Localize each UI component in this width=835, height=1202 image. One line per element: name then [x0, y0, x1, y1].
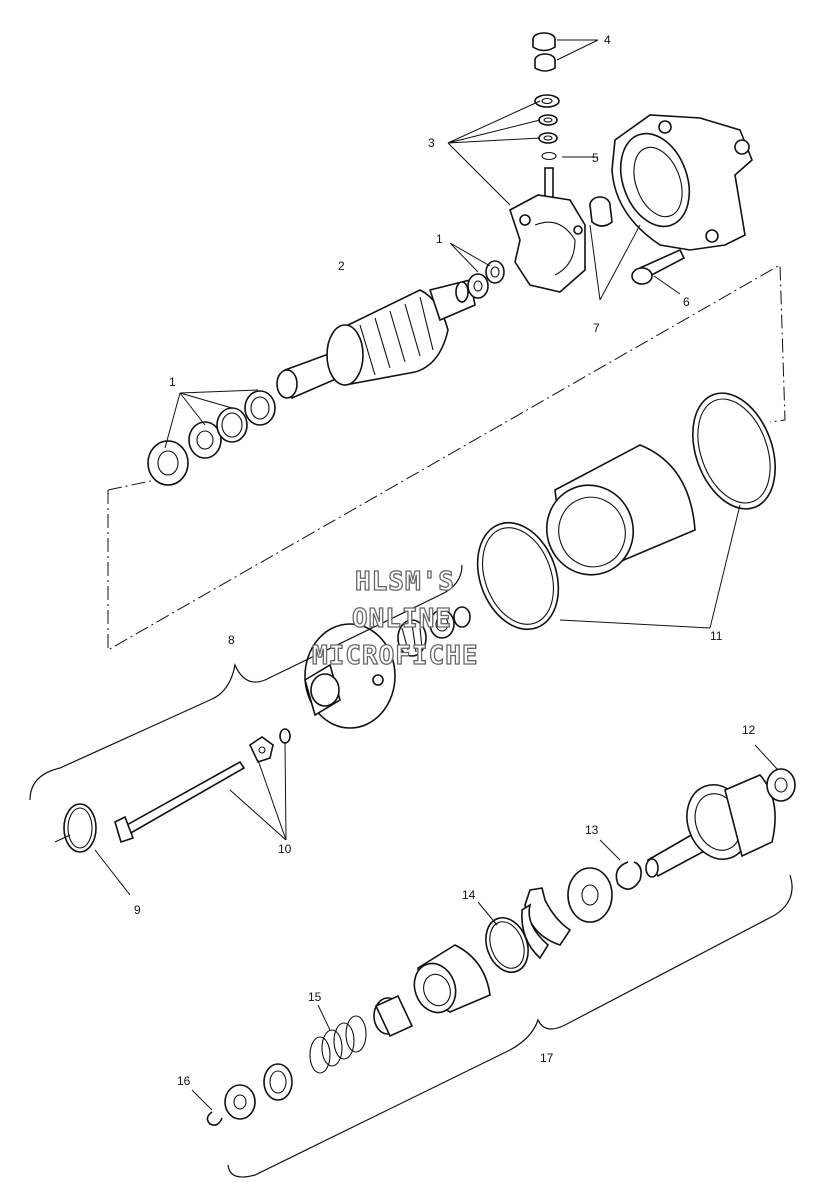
callout-5: 5: [592, 151, 599, 165]
watermark-line-3: MICROFICHE: [312, 641, 479, 671]
washer-icon: [534, 94, 560, 108]
callout-17: 17: [540, 1051, 554, 1065]
sleeve: [373, 994, 414, 1038]
bolt-plate: [248, 736, 274, 763]
callout-15: 15: [308, 990, 322, 1004]
washer-icon: [188, 421, 222, 459]
washer-icon: [244, 390, 276, 426]
brace-group-17: [227, 874, 793, 1178]
bolt-icon: [631, 248, 686, 285]
callout-14: 14: [462, 888, 476, 902]
callout-10: 10: [278, 842, 292, 856]
centerline: [54, 834, 71, 843]
o-ring: [476, 521, 560, 631]
callout-7: 7: [593, 321, 600, 335]
washer-icon: [567, 867, 613, 923]
leader-lines: [94, 39, 779, 1111]
hex-nut-icon: [534, 53, 556, 72]
snap-ring-small: [206, 1111, 223, 1126]
washer-icon: [485, 260, 505, 284]
washer-icon: [538, 114, 558, 126]
washer-icon: [216, 407, 248, 443]
large-o-ring: [63, 803, 97, 853]
bushing: [589, 196, 613, 227]
lock-plate: [147, 440, 189, 486]
watermark-line-1: HLSM'S: [355, 567, 455, 597]
o-ring-inner: [482, 527, 554, 625]
o-ring-inner: [697, 398, 771, 504]
callout-16: 16: [177, 1074, 191, 1088]
end-cover-housing: [611, 114, 753, 251]
callout-12: 12: [742, 723, 756, 737]
callout-9: 9: [134, 903, 141, 917]
callout-8: 8: [228, 633, 235, 647]
snap-ring: [615, 861, 642, 890]
oil-seal: [429, 609, 455, 639]
washer-icon: [467, 273, 489, 299]
callout-11: 11: [710, 629, 723, 643]
callout-2: 2: [338, 259, 345, 273]
callout-6: 6: [683, 295, 690, 309]
bolt-icon: [114, 760, 246, 844]
callout-13: 13: [585, 823, 599, 837]
callout-4: 4: [604, 33, 611, 47]
split-collar: [521, 887, 572, 960]
o-ring: [279, 728, 291, 744]
brush-holder-plate: [509, 167, 586, 293]
callout-1-upper: 1: [436, 232, 443, 246]
yoke-frame: [545, 444, 696, 576]
callout-3: 3: [428, 136, 435, 150]
callout-1-lower: 1: [169, 375, 176, 389]
front-bracket: [304, 623, 396, 729]
o-ring: [692, 392, 776, 510]
clip-ring: [485, 917, 529, 973]
o-ring: [541, 151, 557, 161]
spring-cup: [263, 1063, 293, 1101]
drive-gear-shaft: [645, 774, 776, 878]
large-o-ring-inner: [67, 807, 93, 849]
needle-bearing: [397, 619, 427, 657]
brace-group-8: [29, 564, 463, 801]
compression-spring: [309, 1015, 367, 1074]
hex-nut-icon: [532, 32, 556, 52]
washer-icon: [766, 768, 796, 802]
watermark-line-2: ONLINE: [352, 604, 452, 634]
pinion-gear: [413, 944, 491, 1014]
washer-icon: [224, 1084, 256, 1120]
washer-icon: [538, 132, 558, 144]
armature: [276, 279, 476, 400]
seal-ring: [453, 606, 471, 628]
